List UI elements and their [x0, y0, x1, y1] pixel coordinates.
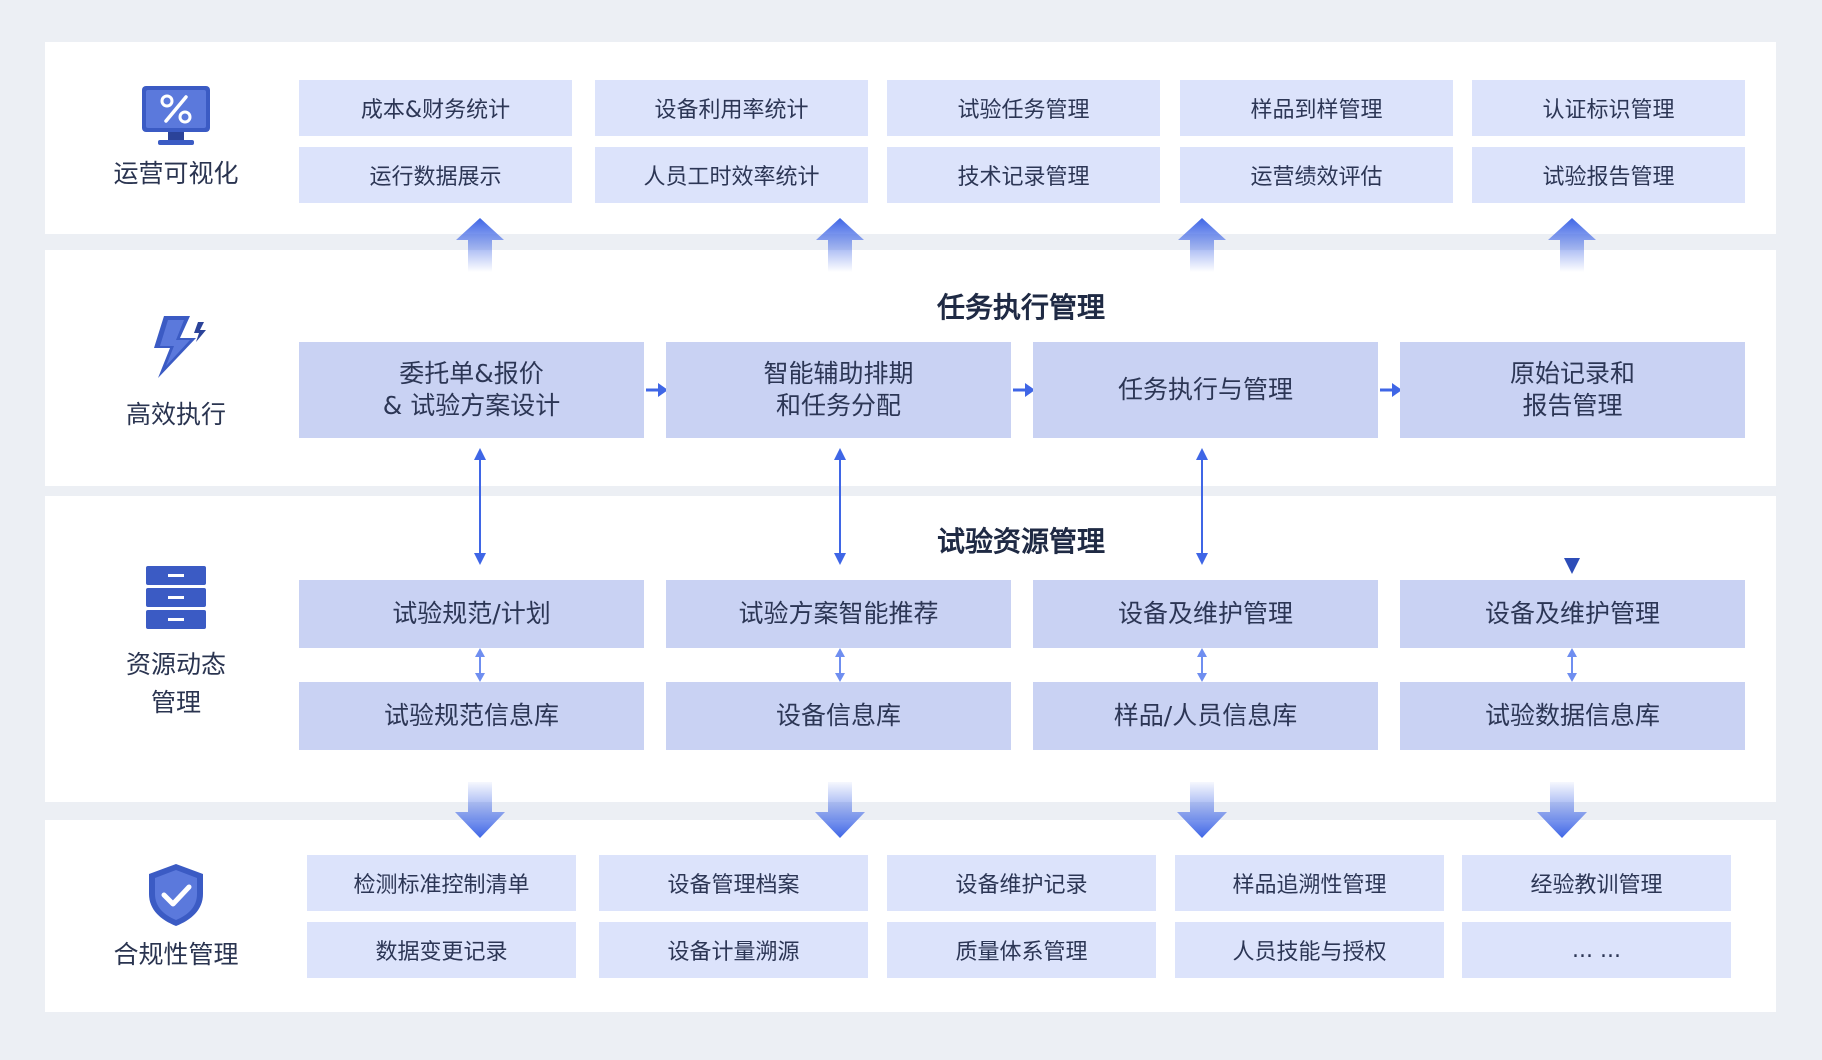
monitor-percent-icon — [142, 86, 210, 145]
up-arrow-3 — [1178, 218, 1226, 272]
execution-step-line2: 报告管理 — [1522, 391, 1623, 420]
bi-arrow-1 — [474, 448, 486, 565]
compliance-item: 人员技能与授权 — [1175, 922, 1444, 978]
resource-title: 试验资源管理 — [936, 525, 1105, 558]
vis-item: 成本&财务统计 — [299, 80, 572, 136]
shield-check-icon — [149, 864, 203, 926]
execution-step: 任务执行与管理 — [1033, 342, 1378, 438]
down-arrow-4 — [1537, 782, 1587, 838]
compliance-item: 设备计量溯源 — [599, 922, 868, 978]
execution-step-line2: 和任务分配 — [775, 391, 901, 420]
resource-lower-item: 样品/人员信息库 — [1033, 682, 1378, 750]
small-bi-arrow-4 — [1567, 648, 1577, 682]
layer-label-execution: 高效执行 — [125, 400, 226, 429]
panel-compliance — [45, 820, 1776, 1012]
vis-item: 试验任务管理 — [887, 80, 1160, 136]
layer-label-compliance: 合规性管理 — [113, 940, 239, 969]
execution-step-line1: 智能辅助排期 — [763, 359, 914, 388]
up-arrow-4 — [1548, 218, 1596, 272]
up-arrow-1 — [456, 218, 504, 272]
vis-item: 运营绩效评估 — [1180, 147, 1453, 203]
vis-item: 设备利用率统计 — [595, 80, 868, 136]
vis-item: 运行数据展示 — [299, 147, 572, 203]
vis-item: 技术记录管理 — [887, 147, 1160, 203]
small-bi-arrow-2 — [835, 648, 845, 682]
small-bi-arrow-1 — [475, 648, 485, 682]
down-arrow-2 — [815, 782, 865, 838]
compliance-item: 样品追溯性管理 — [1175, 855, 1444, 911]
execution-step-line1: 任务执行与管理 — [1117, 375, 1293, 404]
down-arrow-1 — [455, 782, 505, 838]
resource-lower-item: 试验规范信息库 — [299, 682, 644, 750]
resource-lower-item: 设备信息库 — [666, 682, 1011, 750]
down-arrow-3 — [1177, 782, 1227, 838]
execution-step: 委托单&报价 & 试验方案设计 — [299, 342, 644, 438]
resource-upper-item: 设备及维护管理 — [1033, 580, 1378, 648]
bi-arrow-2 — [834, 448, 846, 565]
execution-step-line1: 委托单&报价 — [399, 359, 544, 388]
resource-lower-item: 试验数据信息库 — [1400, 682, 1745, 750]
resource-upper-item: 试验方案智能推荐 — [666, 580, 1011, 648]
vis-item: 样品到样管理 — [1180, 80, 1453, 136]
layer-label-visualization: 运营可视化 — [113, 159, 239, 188]
up-arrow-2 — [816, 218, 864, 272]
layer-label-resource: 资源动态 管理 — [56, 646, 296, 722]
execution-step-line1: 原始记录和 — [1509, 359, 1635, 388]
execution-step-line2: & 试验方案设计 — [382, 391, 561, 420]
step-arrow-1 — [646, 383, 668, 397]
layer-label-resource-line2: 管理 — [150, 688, 201, 717]
compliance-item: ... ... — [1462, 922, 1731, 978]
vis-item: 人员工时效率统计 — [595, 147, 868, 203]
execution-step: 智能辅助排期 和任务分配 — [666, 342, 1011, 438]
compliance-item: 设备维护记录 — [887, 855, 1156, 911]
lightning-icon — [154, 316, 206, 378]
panel-resource — [45, 496, 1776, 802]
vis-item: 试验报告管理 — [1472, 147, 1745, 203]
vis-item: 认证标识管理 — [1472, 80, 1745, 136]
compliance-item: 设备管理档案 — [599, 855, 868, 911]
bi-arrow-3 — [1196, 448, 1208, 565]
compliance-item: 数据变更记录 — [307, 922, 576, 978]
compliance-item: 检测标准控制清单 — [307, 855, 576, 911]
resource-upper-item: 设备及维护管理 — [1400, 580, 1745, 648]
down-line-arrow-4 — [1564, 440, 1580, 574]
step-arrow-3 — [1380, 383, 1402, 397]
compliance-item: 质量体系管理 — [887, 922, 1156, 978]
execution-title: 任务执行管理 — [936, 291, 1105, 324]
step-arrow-2 — [1013, 383, 1035, 397]
compliance-item: 经验教训管理 — [1462, 855, 1731, 911]
small-bi-arrow-3 — [1197, 648, 1207, 682]
layer-label-resource-line1: 资源动态 — [125, 650, 226, 679]
execution-step: 原始记录和 报告管理 — [1400, 342, 1745, 438]
resource-upper-item: 试验规范/计划 — [299, 580, 644, 648]
server-cabinet-icon — [146, 566, 206, 629]
